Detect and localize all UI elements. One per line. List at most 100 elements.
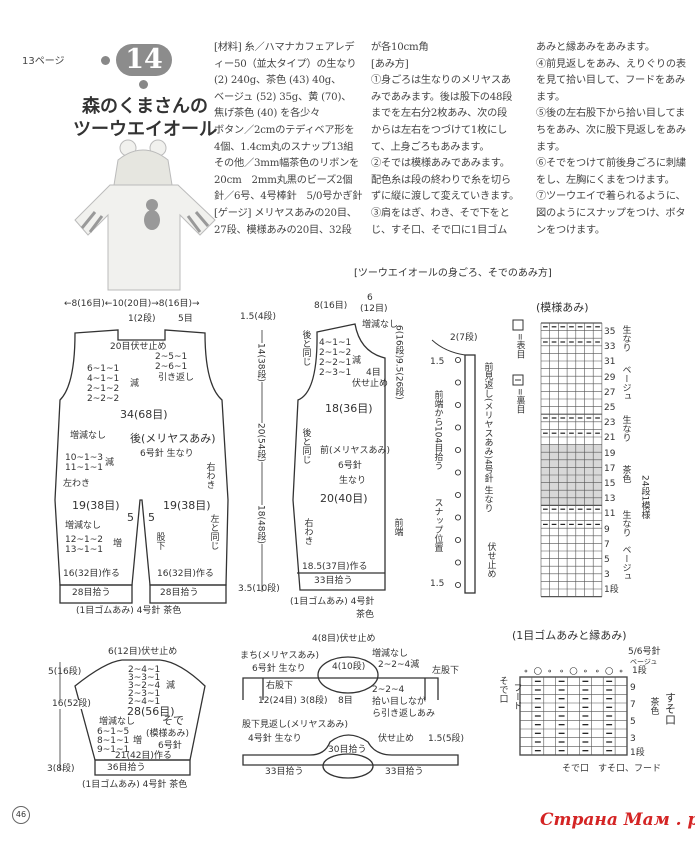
color-label: 生なり bbox=[620, 510, 631, 537]
row-number: 21 bbox=[604, 433, 616, 444]
row-number: 25 bbox=[604, 403, 616, 413]
label: 前見返し(メリヤスあみ)4号針 生なり bbox=[482, 362, 493, 513]
label: 6~1~5 bbox=[97, 727, 130, 737]
label: 18(48段) bbox=[255, 505, 266, 544]
label: 1.5 bbox=[430, 579, 445, 589]
snap-icon bbox=[454, 469, 462, 476]
label: 前端から104目拾う bbox=[432, 390, 443, 471]
label: 9 bbox=[630, 683, 636, 693]
color-label: ベージュ bbox=[620, 545, 631, 581]
label: 5目 bbox=[178, 314, 193, 324]
text-line: て、上身ごろもあみます。 bbox=[371, 141, 490, 153]
label: スナップ位置 bbox=[432, 498, 443, 552]
label: 2~2~2 bbox=[87, 394, 120, 404]
title-line-1: 森のくまさんの bbox=[82, 96, 208, 117]
text-line: ⑥そでをつけて前後身ごろに刺繍 bbox=[536, 158, 686, 170]
label: 前端 bbox=[392, 518, 403, 536]
crotch-facing bbox=[242, 734, 459, 766]
text-line: (2) 240g、茶色 (43) 40g、 bbox=[214, 75, 342, 87]
label: (1目ゴムあみ) 4号針 bbox=[290, 597, 375, 607]
repeat-label: 24段1模様 bbox=[639, 475, 650, 520]
label: すそ口 bbox=[663, 692, 677, 725]
label: 増減なし bbox=[372, 649, 409, 659]
label: 増減なし bbox=[99, 717, 136, 727]
label: 2~3~1 bbox=[128, 689, 161, 699]
label: 2~4~1 bbox=[128, 665, 161, 675]
label: 2~1~2 bbox=[319, 348, 352, 358]
label: 6(12目)伏せ止め bbox=[108, 647, 178, 657]
label: ←8(16目)←10(20目)→8(16目)→ bbox=[64, 299, 200, 309]
label: 3(8段) bbox=[47, 764, 75, 774]
label: すそ口、フード bbox=[598, 764, 662, 774]
label: 7 bbox=[630, 700, 636, 710]
label: 36目拾う bbox=[107, 763, 146, 773]
snap-icon bbox=[454, 379, 462, 386]
row-number: 23 bbox=[604, 418, 616, 429]
snap-icon bbox=[454, 356, 462, 364]
color-label: 生なり bbox=[620, 415, 631, 442]
color-label: 茶色 bbox=[620, 465, 631, 483]
placket-strip bbox=[464, 354, 476, 594]
label: 右股下 bbox=[266, 681, 294, 691]
garment-photo bbox=[74, 139, 216, 291]
method-text-col1: が各10cm角[あみ方]①身ごろは生なりのメリヤスあみであみます。後は股下の48… bbox=[371, 40, 519, 239]
text-line: あみと縁あみをあみます。 bbox=[536, 42, 655, 53]
label: 4号針 生なり bbox=[248, 734, 302, 744]
crochet-symbol bbox=[619, 669, 623, 673]
label: (模様あみ) bbox=[146, 729, 190, 739]
label: そで bbox=[162, 714, 184, 727]
text-line: ます。 bbox=[536, 141, 565, 153]
text-line: 20cm 2mm丸黒のビーズ2個 bbox=[214, 174, 353, 186]
label: 茶色 bbox=[648, 697, 659, 715]
label: 20(40目) bbox=[320, 492, 368, 505]
text-line: [材料] 糸／ハマナカフェアレデ bbox=[214, 42, 355, 53]
label: 19(38目) bbox=[163, 499, 211, 512]
sleeve-outline bbox=[74, 659, 206, 761]
text-line: 4個、1.4cm丸のスナップ13組 bbox=[214, 141, 354, 153]
label: 2~6~1 bbox=[155, 362, 188, 372]
label: 18.5(37目)作る bbox=[302, 562, 368, 572]
label: (1目ゴムあみ) 4号針 茶色 bbox=[76, 606, 182, 616]
label: 1段 bbox=[630, 748, 645, 758]
row-number: 15 bbox=[604, 479, 616, 489]
label: 16(52段) bbox=[52, 699, 91, 710]
label: 5 bbox=[148, 511, 155, 524]
label: 8目 bbox=[338, 696, 353, 706]
label: 28(56目) bbox=[127, 705, 175, 718]
text-line: みであみます。後は股下の48段 bbox=[371, 91, 513, 103]
crochet-symbol bbox=[524, 669, 528, 673]
label: 伏せ止め bbox=[485, 542, 496, 578]
label: 6号針 bbox=[338, 461, 362, 471]
row-number: 33 bbox=[604, 342, 616, 353]
text-line: 針／6号、4号棒針 5/0号かぎ針 bbox=[214, 191, 363, 203]
front-outline bbox=[292, 323, 386, 591]
label: (1目ゴムあみ) 4号針 茶色 bbox=[82, 780, 188, 790]
label: 増 bbox=[113, 539, 123, 549]
label: 2~4~1 bbox=[128, 697, 161, 707]
label: 5/6号針 bbox=[628, 647, 661, 657]
label: 拾い目しなが bbox=[372, 697, 427, 707]
label: 19(38目) bbox=[72, 499, 120, 512]
label: そで口 bbox=[562, 764, 590, 774]
shaded-row bbox=[541, 475, 602, 483]
label: 3(8段) bbox=[300, 696, 328, 706]
method-text-col2: あみと縁あみをあみます。④前見返しをあみ、えりぐりの表を見て拾い目して、フードを… bbox=[536, 40, 686, 239]
text-line: 焦げ茶色 (40) を各少々 bbox=[214, 108, 321, 120]
snap-icon bbox=[454, 559, 462, 566]
label: 生なり bbox=[339, 476, 367, 486]
text-line: じ、すそ口、そで口に1目ゴム bbox=[371, 224, 508, 236]
snap-icon bbox=[454, 514, 462, 521]
text-line: [あみ方] bbox=[371, 58, 409, 70]
text-line: ベージュ (52) 35g、黄 (70)、 bbox=[214, 91, 352, 103]
label: 後と同じ bbox=[300, 330, 311, 366]
label: 引き返し bbox=[158, 373, 195, 383]
row-number: 11 bbox=[604, 509, 616, 520]
shaded-row bbox=[541, 482, 602, 491]
label: 6~1~1 bbox=[87, 364, 120, 374]
text-line: 図のようにスナップをつけ、ボタ bbox=[536, 207, 686, 219]
gusset-oval bbox=[317, 656, 379, 694]
color-label: ベージュ bbox=[620, 365, 631, 401]
label: 1.5 bbox=[430, 357, 445, 367]
label: 4(10段) bbox=[332, 662, 366, 672]
label: 6 bbox=[367, 293, 373, 303]
